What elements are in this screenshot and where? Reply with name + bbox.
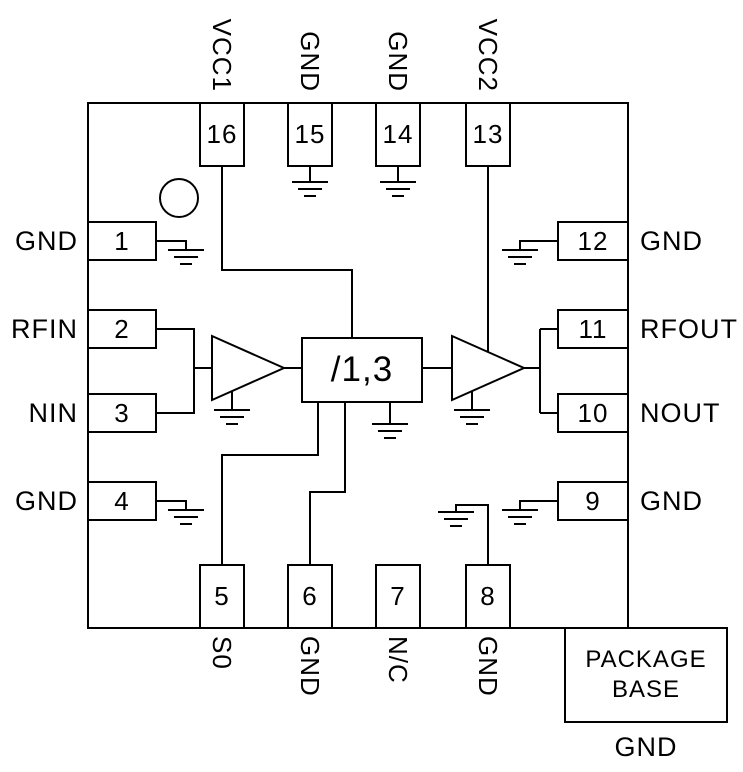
ground-symbol — [501, 249, 539, 265]
pin-5-number: 5 — [214, 581, 230, 611]
pin-4-number: 4 — [114, 485, 130, 516]
pin-box-2 — [87, 309, 157, 349]
pin-box-5 — [199, 564, 245, 629]
ground-symbol — [291, 181, 329, 197]
divider-ratio-label: /1,3 — [330, 350, 394, 389]
pin-4-label: GND — [15, 486, 78, 516]
pin-box-12 — [557, 221, 629, 261]
input-amplifier-icon — [211, 334, 287, 402]
wire-grounds — [156, 166, 558, 565]
pin-box-15 — [287, 102, 333, 167]
pin-8-label: GND — [473, 636, 503, 697]
package-base-line1: PACKAGE — [585, 646, 707, 673]
pin-box-3 — [87, 393, 157, 433]
ground-symbol — [213, 409, 251, 425]
pin-15-number: 15 — [294, 119, 326, 149]
pin-3-number: 3 — [114, 397, 130, 428]
pin-16-number: 16 — [206, 119, 238, 149]
pin-16-label: VCC1 — [207, 18, 237, 92]
pin-box-11 — [557, 309, 629, 349]
ground-symbol — [437, 511, 475, 527]
ground-symbol — [501, 509, 539, 525]
chip-outline — [87, 102, 629, 629]
pin-box-6 — [287, 564, 333, 629]
wire-signal-path — [156, 328, 558, 414]
pin-10-label: NOUT — [640, 398, 721, 428]
pin-box-14 — [375, 102, 421, 167]
pin-box-8 — [465, 564, 511, 629]
package-base-line2: BASE — [611, 676, 681, 703]
ground-symbol — [379, 181, 417, 197]
pin-2-label: RFIN — [11, 314, 78, 344]
pin-13-label: VCC2 — [473, 18, 503, 92]
pin-11-number: 11 — [578, 313, 608, 344]
ground-symbol — [167, 509, 205, 525]
wire-vcc1 — [221, 166, 353, 338]
pin-6-number: 6 — [302, 581, 318, 611]
pin-13-number: 13 — [472, 119, 504, 149]
pin-9-number: 9 — [585, 485, 601, 516]
pin-14-number: 14 — [382, 119, 414, 149]
ground-symbol — [453, 409, 491, 425]
pin-12-number: 12 — [577, 225, 609, 256]
pin-3-label: NIN — [28, 398, 78, 428]
ground-symbol — [371, 423, 409, 439]
pin-1-label: GND — [15, 226, 78, 256]
pin-1-number: 1 — [114, 225, 130, 256]
pin-14-label: GND — [383, 31, 413, 92]
ground-symbol — [167, 249, 205, 265]
pin-box-10 — [557, 393, 629, 433]
pin-box-1 — [87, 221, 157, 261]
package-base-box — [564, 627, 728, 723]
pin1-indicator-circle — [159, 178, 199, 218]
pin-box-9 — [557, 481, 629, 521]
wire-s0-and-gnd6 — [221, 402, 346, 565]
pin-9-label: GND — [640, 486, 703, 516]
pin-box-13 — [465, 102, 511, 167]
pin-7-number: 7 — [390, 581, 406, 611]
package-base-label: PACKAGE BASE — [565, 628, 727, 722]
output-amplifier-icon — [451, 334, 527, 402]
pin-8-number: 8 — [480, 581, 496, 611]
pin-2-number: 2 — [114, 313, 130, 344]
pin-7-label: N/C — [383, 636, 413, 684]
divider-box — [301, 337, 423, 403]
package-base-ground-label: GND — [614, 732, 678, 762]
pin-12-label: GND — [640, 226, 703, 256]
pin-10-number: 10 — [577, 397, 609, 428]
pin-6-label: GND — [295, 636, 325, 697]
pin-box-7 — [375, 564, 421, 629]
pin-5-label: S0 — [207, 636, 237, 670]
pin-box-16 — [199, 102, 245, 167]
pin-15-label: GND — [295, 31, 325, 92]
pin-11-label: RFOUT — [640, 314, 738, 344]
pin-box-4 — [87, 481, 157, 521]
